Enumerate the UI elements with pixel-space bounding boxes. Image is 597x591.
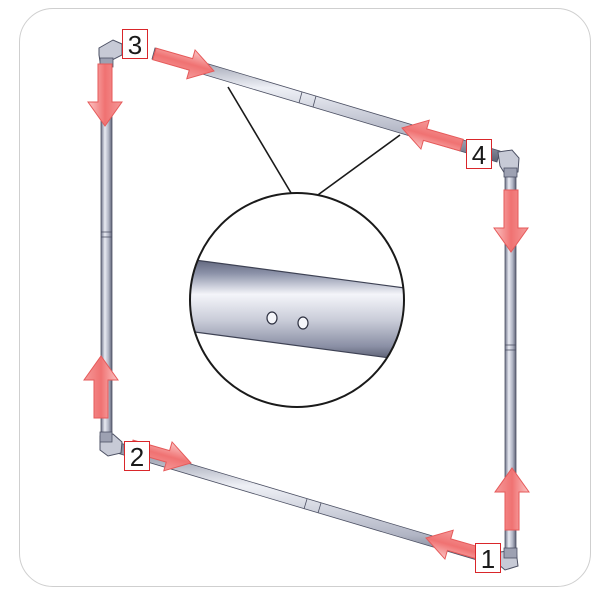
step-label-4: 4 [466,139,492,170]
step-label-1: 1 [475,543,501,574]
step-label-3: 3 [122,29,148,60]
elbow-connector-1 [497,547,519,571]
elbow-connector-3 [98,39,123,69]
arrow-right-down [493,189,529,253]
zoom-detail-circle [189,192,405,408]
pipe-holes [266,311,309,330]
elbow-connector-4 [497,149,520,178]
step-label-2: 2 [124,441,150,472]
arrow-left-up [83,355,119,419]
arrow-right-up [494,467,530,531]
elbow-connector-2 [99,431,123,457]
arrow-3-right [149,38,219,86]
arrow-4-left [397,113,467,161]
arrow-left-down [87,63,123,127]
